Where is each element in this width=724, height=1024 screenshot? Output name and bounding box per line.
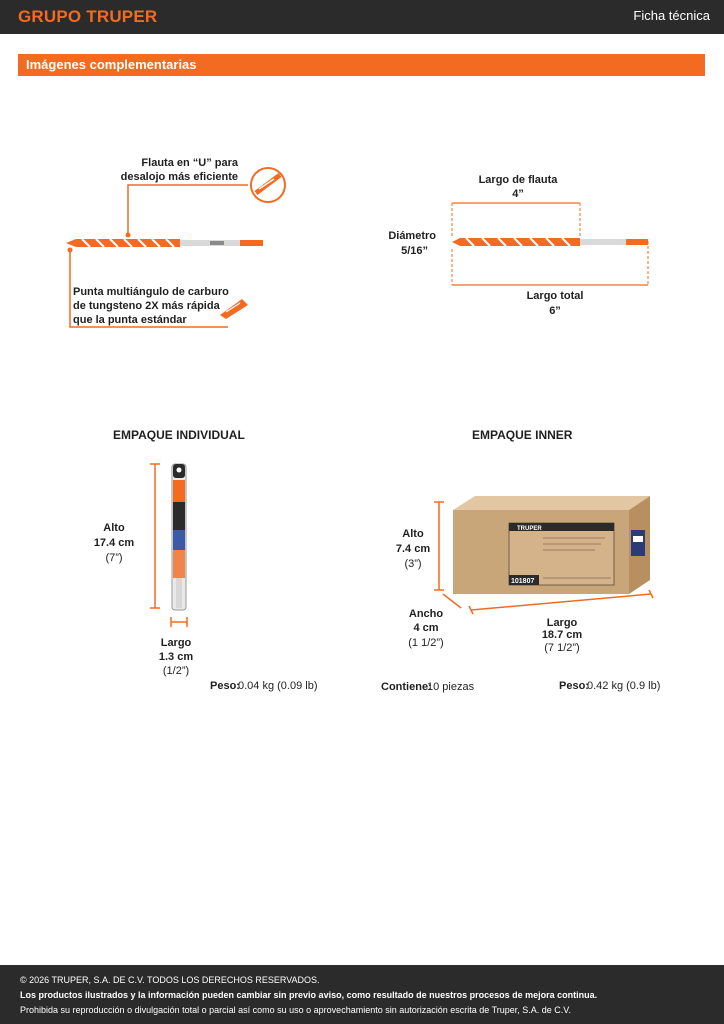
document-type: Ficha técnica: [633, 8, 710, 23]
footer-notice: Los productos ilustrados y la informació…: [20, 990, 598, 1000]
drill-bit-dimensions-drawing: [451, 202, 649, 286]
inner-height-label: Alto: [402, 528, 424, 540]
total-length-value: 6”: [549, 305, 561, 317]
inner-contains-value: 10 piezas: [427, 681, 475, 693]
individual-package-drawing: [150, 463, 188, 627]
individual-package-heading: EMPAQUE INDIVIDUAL: [113, 428, 245, 442]
inner-length-label: Largo: [546, 617, 578, 629]
inner-width-label: Ancho: [408, 608, 444, 620]
section-title: Imágenes complementarias: [26, 57, 197, 72]
individual-height-in: (7”): [105, 552, 123, 564]
inner-height-in: (3”): [404, 558, 422, 570]
flute-length-value: 4”: [512, 188, 524, 200]
inner-weight-label: Peso:: [559, 680, 589, 692]
footer: © 2026 TRUPER, S.A. DE C.V. TODOS LOS DE…: [0, 965, 724, 1024]
individual-height-cm: 17.4 cm: [93, 537, 135, 549]
flute-callout: Flauta en “U” para desalojo más eficient…: [120, 157, 238, 183]
drill-bit-features-drawing: [66, 167, 286, 328]
individual-length-in: (1/2”): [162, 665, 190, 677]
inner-height-cm: 7.4 cm: [395, 543, 431, 555]
individual-weight-label: Peso:: [210, 680, 240, 692]
box-code: 101807: [511, 578, 534, 585]
inner-length-in: (7 1/2”): [544, 642, 580, 654]
individual-weight-value: 0.04 kg (0.09 lb): [238, 680, 318, 692]
header-bar: GRUPO TRUPER Ficha técnica: [0, 0, 724, 34]
inner-width-cm: 4 cm: [413, 622, 439, 634]
inner-package-drawing: TRUPER 101807: [434, 496, 654, 615]
footer-prohibition: Prohibida su reproducción o divulgación …: [20, 1005, 571, 1015]
brand-logo: GRUPO TRUPER: [18, 7, 158, 26]
flute-length-label: Largo de flauta: [478, 174, 558, 186]
inner-package-heading: EMPAQUE INNER: [472, 428, 573, 442]
section-bar: Imágenes complementarias: [18, 54, 705, 76]
diameter-value: 5/16”: [401, 245, 428, 257]
individual-length-cm: 1.3 cm: [158, 651, 194, 663]
tip-callout: Punta multiángulo de carburo de tungsten…: [73, 286, 229, 326]
box-brand: TRUPER: [517, 526, 542, 532]
diameter-label: Diámetro: [388, 230, 436, 242]
inner-width-in: (1 1/2”): [408, 637, 444, 649]
inner-length-cm: 18.7 cm: [541, 629, 583, 641]
total-length-label: Largo total: [526, 290, 584, 302]
individual-length-label: Largo: [160, 637, 192, 649]
footer-copyright: © 2026 TRUPER, S.A. DE C.V. TODOS LOS DE…: [20, 975, 320, 985]
inner-weight-value: 0.42 kg (0.9 lb): [587, 680, 661, 692]
inner-contains-label: Contiene:: [381, 681, 432, 693]
individual-height-label: Alto: [103, 522, 125, 534]
